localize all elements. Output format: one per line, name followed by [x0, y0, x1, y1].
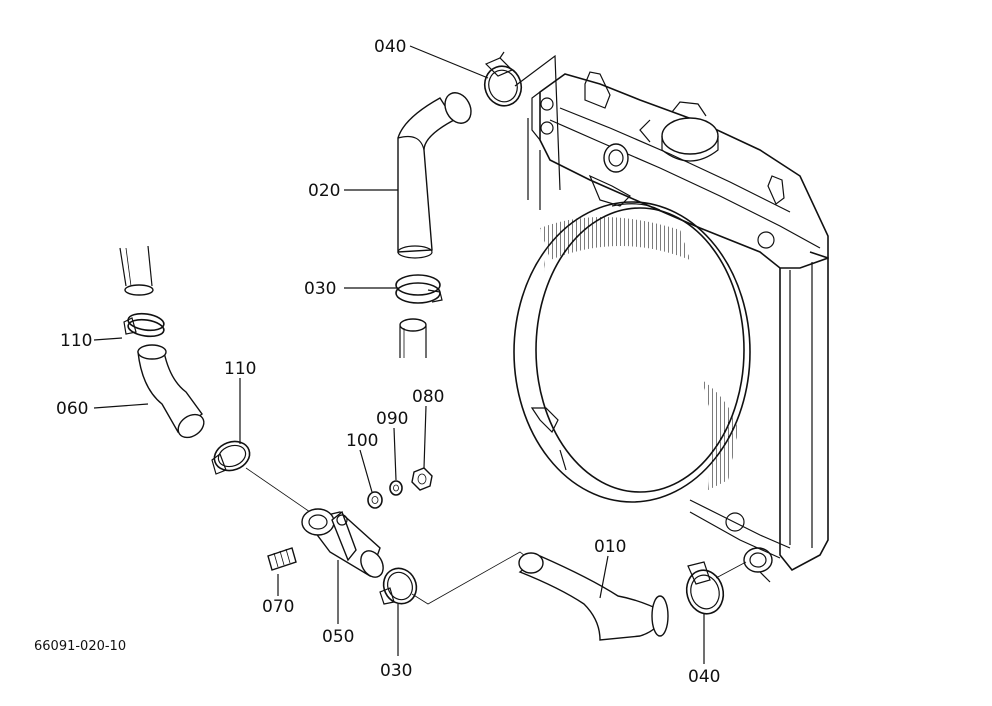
hose-clamp-040-upper: [483, 51, 523, 107]
fan-shroud: [513, 201, 751, 503]
stud-bolt-070: [267, 547, 297, 571]
callout-100: 100: [346, 431, 378, 451]
assembly-line-040-to-radiator: [715, 561, 747, 579]
figure-number: 66091-020-10: [34, 639, 126, 654]
nut-080: [411, 467, 433, 491]
upper-hose-020: [397, 92, 472, 259]
hose-clamp-030-lower: [379, 567, 418, 605]
bypass-pipe-stub: [119, 245, 154, 296]
callout-060: 060: [56, 399, 88, 419]
callout-040-lower: 040: [688, 667, 720, 687]
hose-clamp-110-upper: [123, 312, 165, 338]
callout-050: 050: [322, 627, 354, 647]
bypass-hose-060: [137, 344, 205, 439]
callout-110-left: 110: [60, 331, 92, 351]
callout-020: 020: [308, 181, 340, 201]
engine-upper-outlet-stub: [399, 318, 427, 358]
assembly-line-050-to-010: [411, 551, 531, 605]
callout-090: 090: [376, 409, 408, 429]
radiator-cap: [639, 101, 719, 162]
callout-040-upper: 040: [374, 37, 406, 57]
leader-040-upper-to-radiator: [514, 54, 561, 191]
callout-leaders: [93, 45, 705, 664]
lower-hose-010: [518, 552, 669, 641]
callout-010: 010: [594, 537, 626, 557]
hose-clamp-110-lower: [211, 440, 251, 475]
hose-clamp-030-upper: [395, 274, 443, 304]
washer-100: [367, 491, 383, 509]
callout-080: 080: [412, 387, 444, 407]
callout-030-upper: 030: [304, 279, 336, 299]
hose-clamp-040-lower: [685, 561, 725, 615]
assembly-line-060-to-050: [245, 467, 311, 513]
callout-110-lower: 110: [224, 359, 256, 379]
lock-washer-090: [389, 480, 403, 496]
radiator: [527, 71, 829, 583]
water-flange-050: [301, 508, 384, 578]
callout-070: 070: [262, 597, 294, 617]
callout-030-lower: 030: [380, 661, 412, 681]
